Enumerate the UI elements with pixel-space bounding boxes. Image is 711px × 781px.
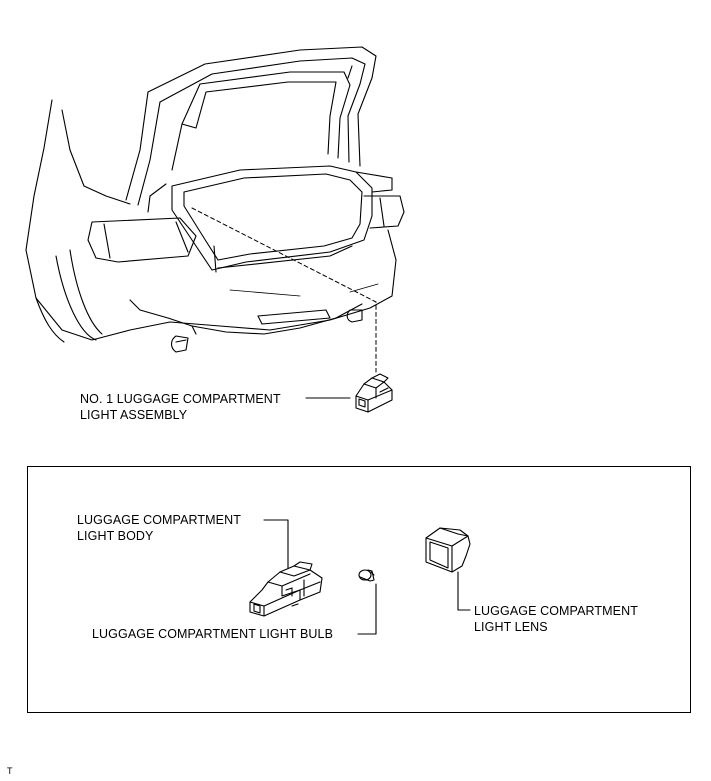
figure-mark: T [7, 766, 13, 776]
light-body-icon [249, 561, 323, 617]
lens-leader [457, 571, 471, 611]
body-leader [263, 519, 289, 569]
location-leader [191, 207, 377, 373]
bulb-label: LUGGAGE COMPARTMENT LIGHT BULB [92, 627, 334, 641]
assembly-label-line2: LIGHT ASSEMBLY [80, 408, 188, 422]
light-bulb-icon [358, 569, 375, 582]
bulb-leader [357, 583, 377, 635]
lens-label-line2: LIGHT LENS [474, 620, 548, 634]
body-label-line2: LIGHT BODY [77, 529, 154, 543]
light-lens-icon [425, 527, 471, 573]
lens-label-line1: LUGGAGE COMPARTMENT [474, 604, 638, 618]
vehicle-rear-illustration [25, 46, 405, 353]
light-assembly-icon [355, 373, 393, 413]
assembly-label-line1: NO. 1 LUGGAGE COMPARTMENT [80, 392, 281, 406]
exploded-view-frame [27, 466, 691, 713]
body-label-line1: LUGGAGE COMPARTMENT [77, 513, 241, 527]
